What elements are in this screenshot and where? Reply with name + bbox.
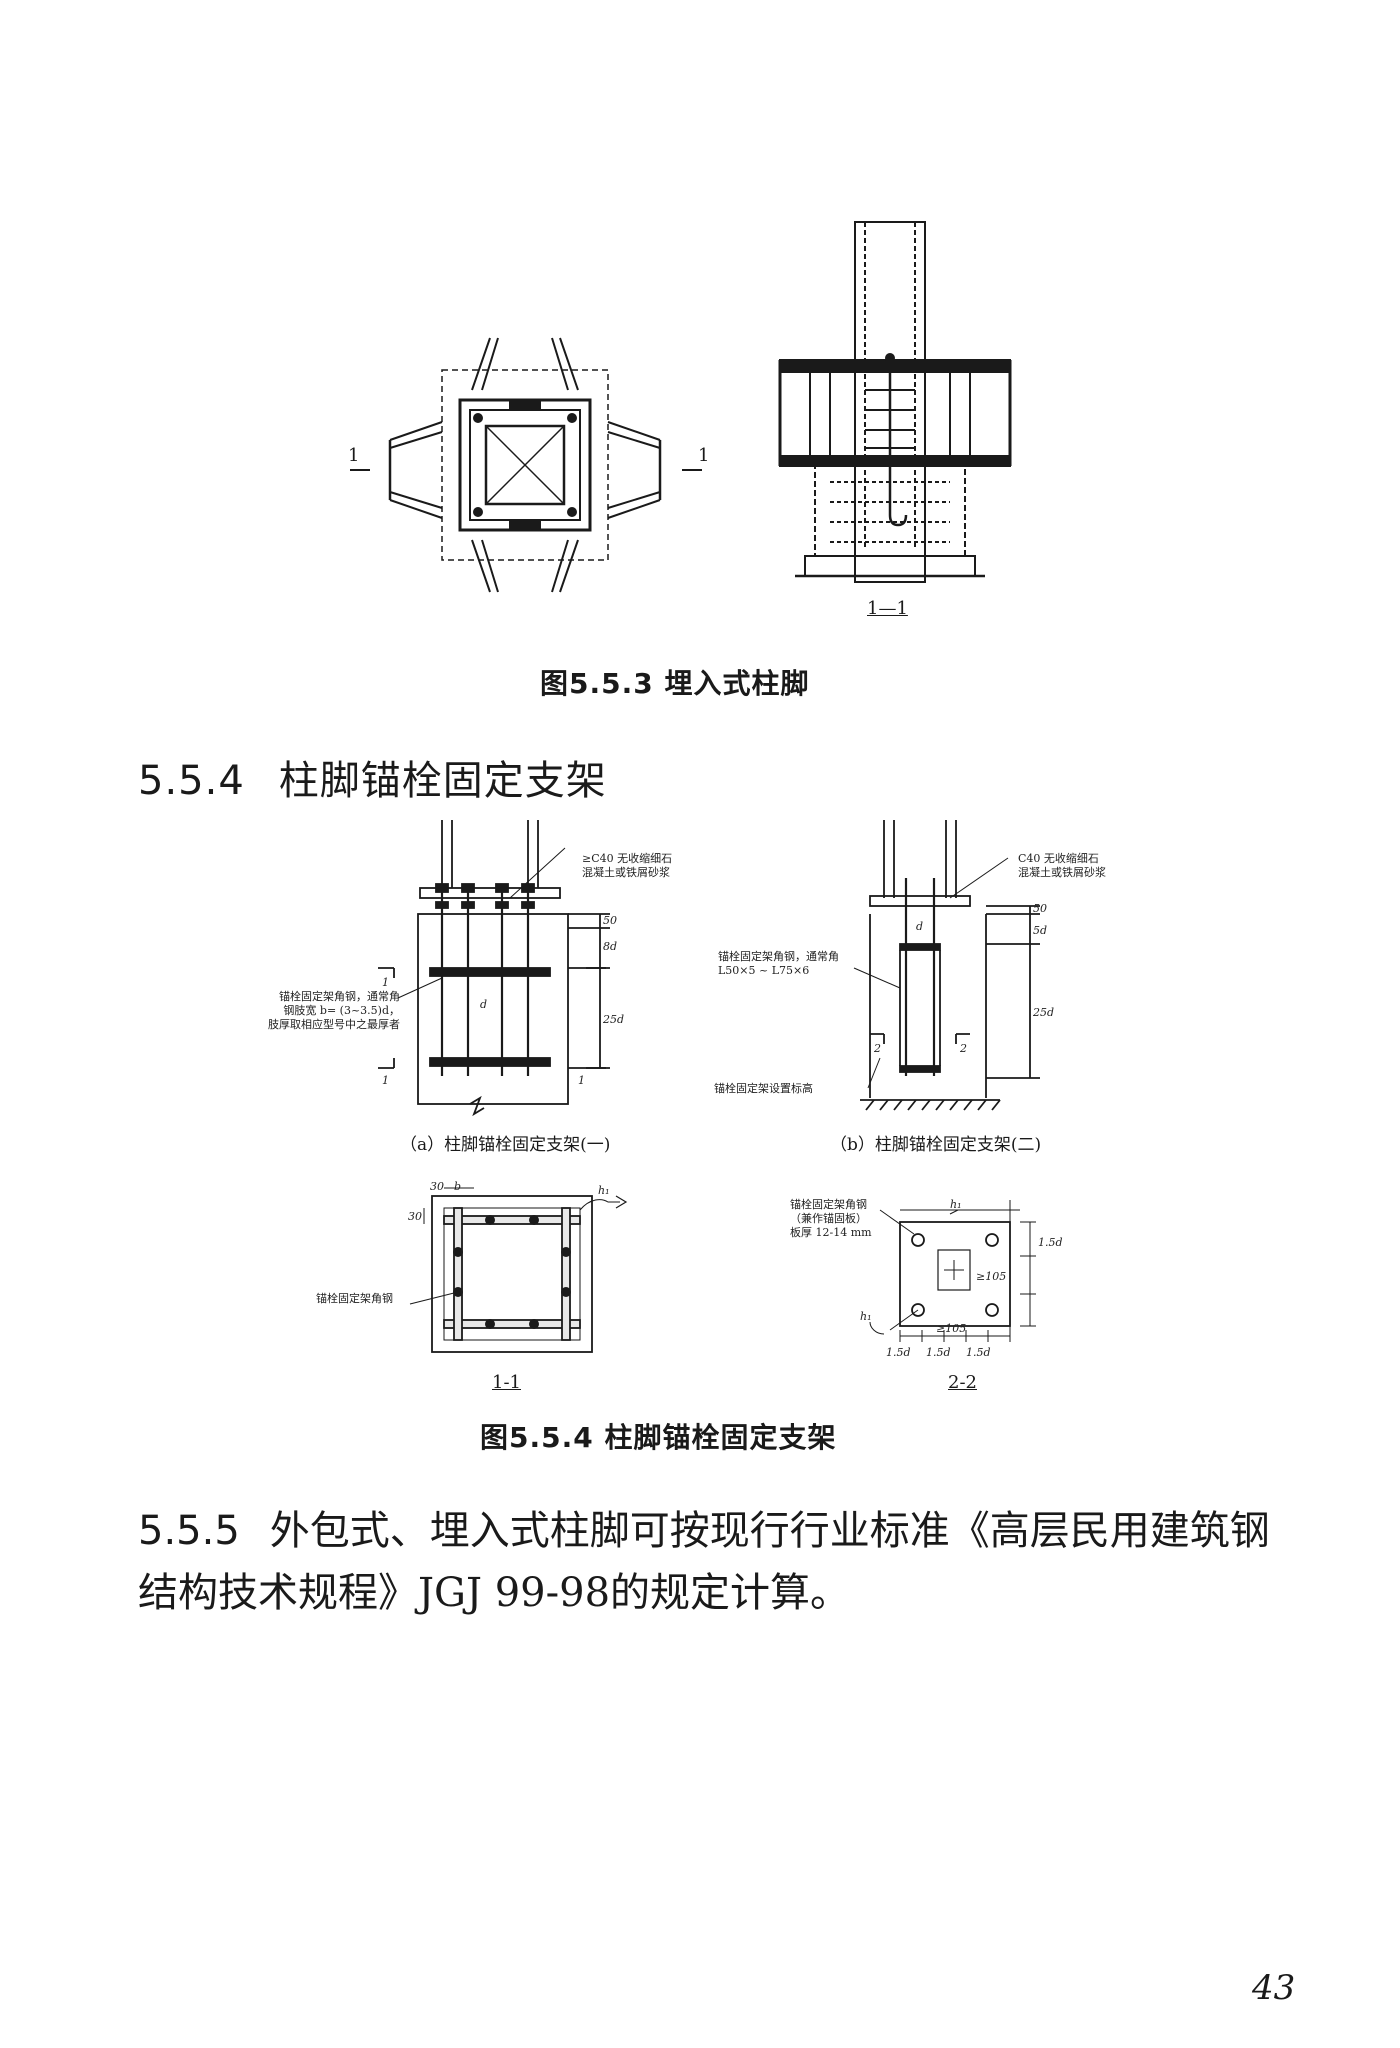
plan1-note: 锚栓固定架角钢 bbox=[316, 1292, 393, 1305]
plan2-dim-15d-3: 1.5d bbox=[966, 1346, 991, 1359]
plan2-dim-h-top: h₁ bbox=[950, 1198, 962, 1211]
plan1-dim-h: h₁ bbox=[598, 1184, 610, 1197]
b-mark-2-right: 2 bbox=[959, 1042, 967, 1055]
a-dim-25d: 25d bbox=[602, 1013, 624, 1026]
b-dim-25d: 25d bbox=[1032, 1006, 1054, 1019]
figure-5-5-4-b-drawing: 50 5d 25d d 2 2 bbox=[853, 820, 1054, 1111]
plan2-dim-h-bottom: h₁ bbox=[860, 1310, 872, 1323]
b-note-bottom: 锚栓固定架设置标高 bbox=[714, 1082, 813, 1095]
section-text: 外包式、埋入式柱脚可按现行行业标准《高层民用建筑钢结构技术规程》JGJ 99-9… bbox=[138, 1508, 1270, 1616]
figure-5-5-3-plan bbox=[350, 337, 702, 593]
plan1-dim-b: b bbox=[454, 1180, 461, 1193]
figure-5-5-4-caption: 图5.5.4 柱脚锚栓固定支架 bbox=[480, 1421, 837, 1454]
a-mark-1-bottom: 1 bbox=[382, 1074, 389, 1087]
a-dim-d: d bbox=[480, 998, 487, 1011]
plan2-dim-15d-2: 1.5d bbox=[926, 1346, 951, 1359]
figure-5-5-4-a-drawing: 50 8d 25d d 1 1 1 bbox=[378, 820, 624, 1117]
section-1-1-label: 1—1 bbox=[867, 598, 908, 619]
figure-5-5-4-plan-1-1: 30 b 30 h₁ bbox=[408, 1180, 628, 1353]
b-mark-2-left: 2 bbox=[873, 1042, 881, 1055]
plan1-dim-30b: 30 bbox=[408, 1210, 422, 1223]
a-dim-8d: 8d bbox=[603, 940, 617, 953]
b-dim-d: d bbox=[916, 920, 923, 933]
plan2-dim-15d-1: 1.5d bbox=[886, 1346, 911, 1359]
section-mark-left: 1 bbox=[348, 445, 360, 466]
section-number: 5.5.4 bbox=[138, 758, 245, 804]
a-mark-1-right: 1 bbox=[578, 1074, 585, 1087]
section-title: 柱脚锚栓固定支架 bbox=[278, 758, 607, 804]
plan-2-2-label: 2-2 bbox=[948, 1372, 977, 1393]
plan2-dim-105-bottom: ≥105 bbox=[936, 1322, 966, 1335]
figure-5-5-3-section bbox=[778, 221, 1012, 583]
section-5-5-4-heading: 5.5.4 柱脚锚栓固定支架 bbox=[138, 748, 607, 806]
plan-1-1-label: 1-1 bbox=[492, 1372, 521, 1393]
b-note-mid: 锚栓固定架角钢，通常角 L50×5 ~ L75×6 bbox=[718, 950, 839, 977]
plan2-dim-105-right: ≥105 bbox=[976, 1270, 1006, 1283]
plan2-dim-15d-4: 1.5d bbox=[1038, 1236, 1063, 1249]
plan2-note: 锚栓固定架角钢 （兼作锚固板） 板厚 12-14 mm bbox=[790, 1198, 872, 1239]
figure-5-5-4-a-subcaption: （a）柱脚锚栓固定支架(一) bbox=[400, 1135, 611, 1155]
b-dim-5d: 5d bbox=[1033, 924, 1047, 937]
a-dim-50: 50 bbox=[603, 914, 617, 927]
a-mark-1-top: 1 bbox=[382, 976, 389, 989]
figure-5-5-4-b-subcaption: （b）柱脚锚栓固定支架(二) bbox=[830, 1135, 1042, 1155]
section-number: 5.5.5 bbox=[138, 1508, 240, 1554]
section-mark-right: 1 bbox=[698, 445, 710, 466]
figure-5-5-3-caption: 图5.5.3 埋入式柱脚 bbox=[540, 667, 810, 700]
plan1-dim-30a: 30 bbox=[430, 1180, 444, 1193]
figure-5-5-4-plan-2-2: h₁ h₁ ≥105 ≥105 1.5d 1.5d 1.5d 1.5d bbox=[860, 1198, 1063, 1359]
page-number: 43 bbox=[1252, 1968, 1296, 2008]
b-note-top: C40 无收缩细石 混凝土或铁屑砂浆 bbox=[1018, 852, 1106, 879]
b-dim-50: 50 bbox=[1033, 902, 1047, 915]
a-note-left: 锚栓固定架角钢，通常角 钢肢宽 b= (3~3.5)d， 肢厚取相应型号中之最厚… bbox=[268, 990, 400, 1031]
a-note-top: ≥C40 无收缩细石 混凝土或铁屑砂浆 bbox=[582, 852, 673, 879]
